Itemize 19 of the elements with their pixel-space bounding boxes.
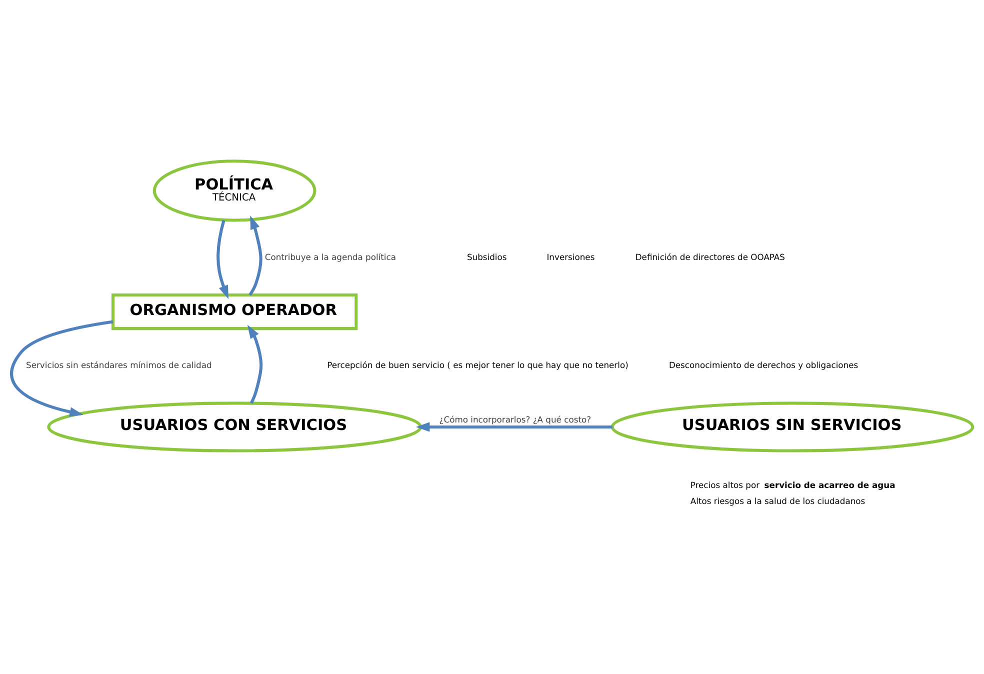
label: Percepción de buen servicio ( es mejor tener lo que hay que no tenerlo) — [327, 360, 628, 370]
node-ellipse: USUARIOS SIN SERVICIOS — [610, 401, 974, 452]
arrow — [248, 215, 262, 296]
node-ellipse: USUARIOS CON SERVICIOS — [47, 401, 422, 452]
node-label: Precios altos por servicio de acarreo de agua — [690, 479, 896, 490]
node-label: Altos riesgos a la salud de los ciudadanos — [690, 495, 866, 506]
label: Subsidios — [466, 251, 507, 262]
edge-label: Servicios sin estándares mínimos de calidad — [26, 360, 212, 370]
label: Inversiones — [546, 251, 595, 262]
label: Desconocimiento de derechos y obligaciones — [668, 360, 858, 370]
edge-label: ¿Cómo incorporarlos? ¿A qué costo? — [439, 414, 592, 424]
arrow — [416, 422, 612, 432]
arrow — [247, 324, 263, 404]
node-ellipse: POLÍTICA TÉCNICA — [152, 159, 316, 222]
arrow — [10, 320, 114, 416]
edge-label: Contribuye a la agenda política — [264, 251, 396, 262]
node-box: ORGANISMO OPERADOR — [111, 293, 358, 330]
arrow — [216, 219, 228, 299]
label: Definición de directores de OOAPAS — [635, 251, 786, 262]
